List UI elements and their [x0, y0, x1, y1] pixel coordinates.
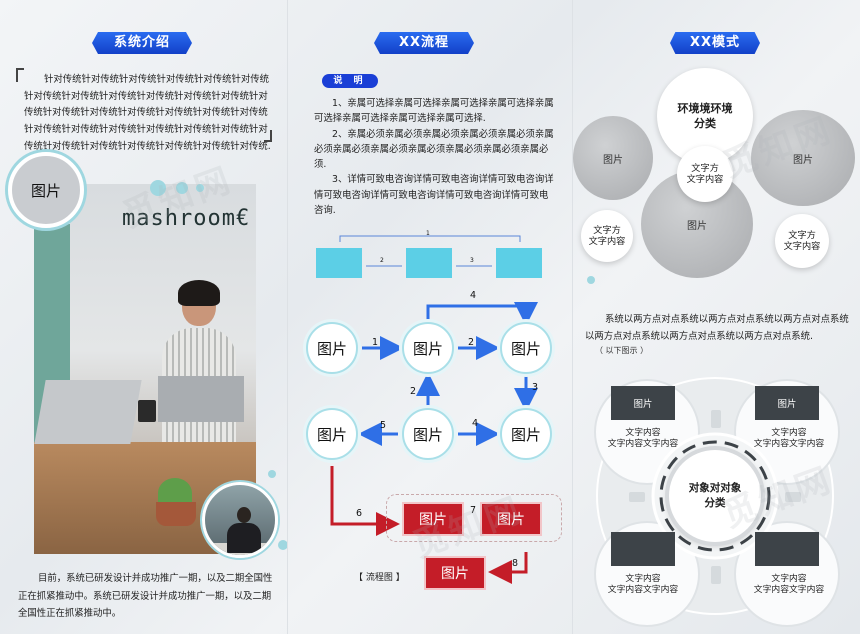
bubble-text-right: 文字方文字内容	[775, 214, 829, 268]
flow-node: 图片	[402, 322, 454, 374]
office-photo: mashroom€	[34, 184, 256, 554]
section-title: XX流程	[374, 32, 474, 54]
woman-figure	[154, 280, 244, 444]
arrow-label: 7	[470, 505, 477, 516]
arrow-label: 2	[410, 386, 417, 397]
wheel-text-br: 文字内容文字内容文字内容	[753, 574, 825, 595]
image-placeholder-circle: 图片	[8, 152, 84, 228]
section-title: 系统介绍	[92, 32, 192, 54]
wheel-center-title: 对象对对象分类	[669, 450, 761, 542]
step-item: 1、亲属可选择亲属可选择亲属可选择亲属可选择亲属可选择亲属可选择亲属可选择亲属可…	[314, 98, 554, 125]
flow-node: 图片	[500, 322, 552, 374]
bubble-text-left: 文字方文字内容	[581, 210, 633, 262]
wheel-image-tr: 图片	[755, 386, 819, 420]
arrow-label: 5	[380, 420, 387, 431]
step-item: 3、详情可致电咨询详情可致电咨询详情可致电咨询详情可致电咨询详情可致电咨询详情可…	[314, 174, 554, 217]
flow-node: 图片	[306, 322, 358, 374]
intro-paragraph: 针对传统针对传统针对传统针对传统针对传统针对传统针对传统针对传统针对传统针对传统…	[24, 74, 271, 152]
bottom-paragraph: 目前，系统已研发设计并成功推广一期，以及二期全国性正在抓紧推动中。系统已研发设计…	[18, 573, 273, 619]
decorative-dot	[587, 276, 595, 284]
flow-node: 图片	[402, 408, 454, 460]
quote-bracket-close	[264, 130, 272, 142]
arrow-label: 1	[372, 337, 379, 348]
plant-pot	[156, 502, 196, 526]
note-badge: 说 明	[322, 74, 378, 88]
quote-bracket-open	[16, 68, 24, 82]
flow-node: 图片	[306, 408, 358, 460]
person-at-desk-photo	[202, 482, 278, 558]
arrow-label: 4	[470, 290, 477, 301]
mug	[138, 400, 156, 422]
bubble-image-right: 图片	[751, 110, 855, 206]
wheel-text-tl: 文字内容文字内容文字内容	[607, 428, 679, 449]
section-title: XX模式	[670, 32, 760, 54]
arrow-label: 8	[512, 558, 519, 569]
flow-group-box	[386, 494, 562, 542]
bar-label: 2	[380, 257, 384, 264]
flow-node-red: 图片	[424, 556, 486, 590]
bar-label: 1	[426, 230, 430, 237]
center-title-line: 分类	[694, 117, 716, 130]
bubble-image-left: 图片	[573, 116, 653, 200]
wheel-image-br	[755, 532, 819, 566]
flow-node-red: 图片	[480, 502, 542, 536]
arrow-label: 3	[532, 382, 539, 393]
mode-note: （ 以下图示 ）	[595, 346, 649, 355]
panel-mode: XX模式 图片 图片 图片 环境境环境分类 文字方文字内容 文字方文字内容 文字…	[573, 0, 860, 634]
wheel-image-bl	[611, 532, 675, 566]
arrow-label: 6	[356, 508, 363, 519]
panel-process: XX流程 说 明 1、亲属可选择亲属可选择亲属可选择亲属可选择亲属可选择亲属可选…	[287, 0, 573, 634]
flow-node: 图片	[500, 408, 552, 460]
flow-node-red: 图片	[402, 502, 464, 536]
wheel-image-tl: 图片	[611, 386, 675, 420]
wheel-text-bl: 文字内容文字内容文字内容	[607, 574, 679, 595]
flow-diagram-lines	[316, 235, 542, 584]
mode-paragraph: 系统以两方点对点系统以两方点对点系统以两方点对点系统以两方点对点系统以两方点对点…	[585, 314, 849, 342]
laptop	[34, 380, 142, 444]
laptop-2	[158, 376, 244, 422]
arrow-label: 2	[468, 337, 475, 348]
wheel-text-tr: 文字内容文字内容文字内容	[753, 428, 825, 449]
steps-list: 1、亲属可选择亲属可选择亲属可选择亲属可选择亲属可选择亲属可选择亲属可选择亲属可…	[314, 96, 554, 218]
step-item: 2、亲属必须亲属必须亲属必须亲属必须亲属必须亲属必须亲属必须亲属必须亲属必须亲属…	[314, 128, 554, 171]
center-title-line: 环境境环境	[677, 102, 733, 115]
arrow-label: 4	[472, 418, 479, 429]
bubble-text-small: 文字方文字内容	[677, 146, 733, 202]
flow-caption: 【 流程图 】	[354, 573, 405, 583]
photo-brand-sign: mashroom€	[122, 206, 251, 231]
bar-label: 3	[470, 257, 474, 264]
panel-system-intro: 系统介绍 针对传统针对传统针对传统针对传统针对传统针对传统针对传统针对传统针对传…	[0, 0, 288, 634]
